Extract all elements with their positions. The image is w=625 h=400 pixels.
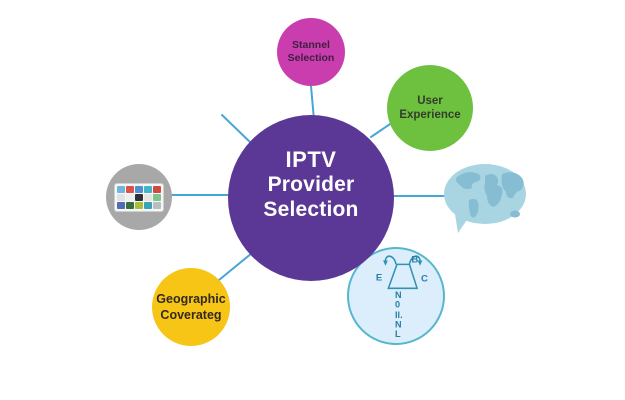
funnel-stack-letter: Il. (395, 310, 403, 320)
node-devices (106, 164, 172, 230)
funnel-letter-top: B (411, 254, 418, 265)
node-channel-selection: Stannel Selection (277, 18, 345, 86)
continent-shape (455, 172, 481, 190)
node-globe (440, 162, 532, 238)
funnel-shape (387, 263, 419, 290)
tv-channel-grid-icon (114, 182, 164, 212)
continent-shape (484, 174, 503, 207)
funnel-stack-letter: N (395, 290, 402, 300)
funnel-arrow-left (384, 255, 397, 265)
experience-label-line1: User (417, 95, 443, 107)
funnel-stack-letter: L (395, 329, 401, 339)
funnel-stack-letter: 0 (395, 300, 400, 310)
node-user-experience: User Experience (387, 65, 473, 151)
center-title-line2: Provider (267, 172, 355, 196)
funnel-diagram-icon: B E C N 0 Il. N L (376, 254, 428, 339)
connector-center-geographic (218, 252, 253, 281)
continent-shape (468, 198, 479, 218)
grid-tile (117, 193, 125, 201)
node-evaluation-funnel: B E C N 0 Il. N L (347, 247, 445, 345)
experience-label-line2: Experience (399, 109, 461, 121)
node-geographic-coverage: Geographic Coverateg (152, 268, 230, 346)
node-iptv-provider-selection: IPTV Provider Selection (228, 115, 394, 281)
grid-tile (135, 185, 143, 193)
funnel-stack-letter: N (395, 320, 402, 330)
connector-channel-center (310, 85, 315, 121)
funnel-arrowhead-right (417, 260, 423, 266)
funnel-letter-left: E (376, 273, 383, 284)
grid-tile (135, 193, 143, 201)
center-title-line3: Selection (263, 197, 359, 221)
grid-tile (117, 185, 125, 193)
center-title-line1: IPTV (285, 146, 337, 172)
grid-tile (135, 201, 143, 209)
grid-tile (153, 201, 161, 209)
grid-tile (144, 193, 152, 201)
funnel-arrowhead-left (383, 260, 388, 266)
connector-dangling-topleft (221, 114, 252, 144)
grid-tile (126, 193, 134, 201)
globe-speech-bubble-icon (444, 164, 526, 233)
channel-label-line1: Stannel (292, 39, 330, 51)
grid-tile (144, 185, 152, 193)
funnel-letter-right: C (421, 274, 428, 285)
grid-tile (144, 201, 152, 209)
center-title: IPTV Provider Selection (263, 147, 358, 222)
geographic-label-line2: Coverateg (160, 308, 222, 322)
channel-label-line2: Selection (287, 52, 335, 64)
grid-tile (153, 193, 161, 201)
grid-tile (126, 201, 134, 209)
continent-shape (510, 210, 520, 218)
grid-tile (126, 185, 134, 193)
geographic-label-line1: Geographic (156, 292, 226, 306)
continent-shape (501, 172, 524, 199)
grid-tile (117, 201, 125, 209)
grid-tile (153, 185, 161, 193)
